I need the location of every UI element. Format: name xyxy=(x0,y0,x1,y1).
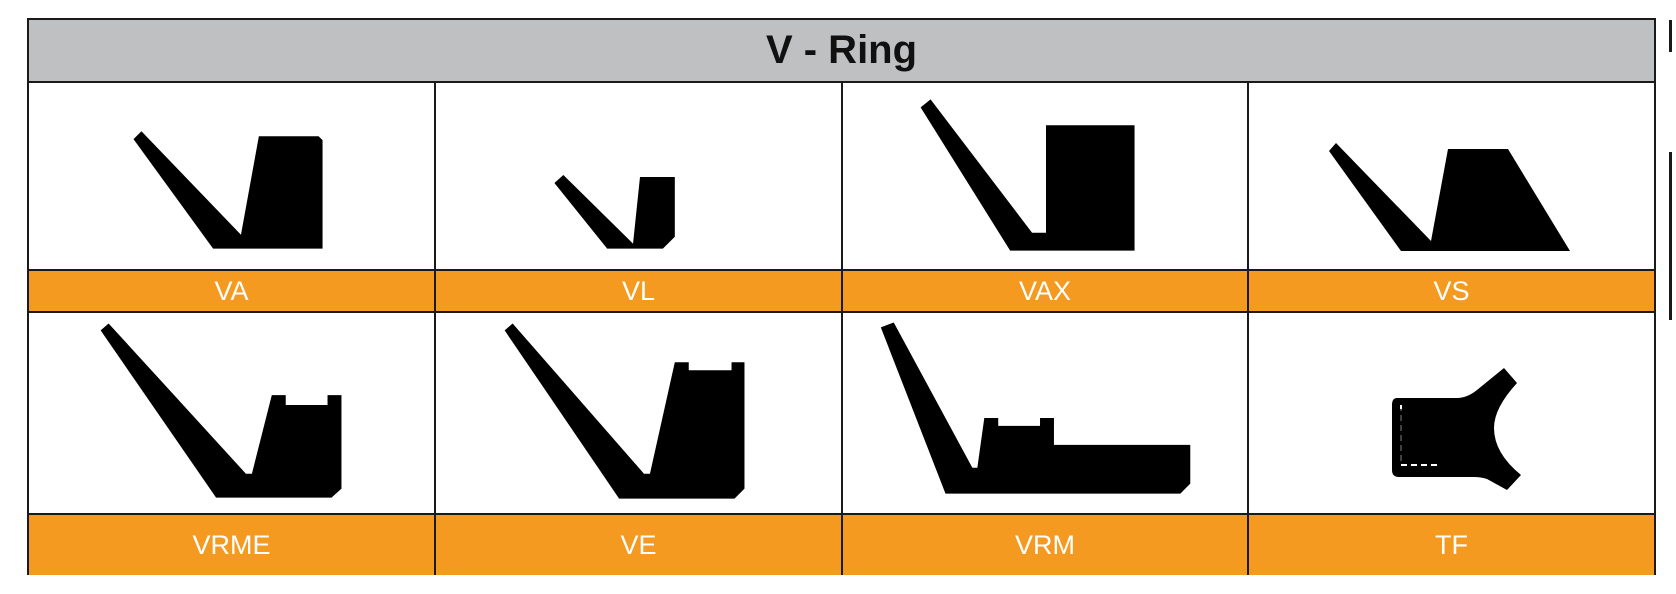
profile-label-tf: TF xyxy=(1249,513,1654,575)
right-edge-mark-top xyxy=(1669,20,1672,52)
profile-label-ve: VE xyxy=(436,513,841,575)
profile-cell-vrm: VRM xyxy=(843,313,1249,575)
profile-cell-va: VA xyxy=(29,83,436,313)
vs-profile-shape xyxy=(1249,83,1654,269)
table-title: V - Ring xyxy=(765,28,918,72)
profile-cell-ve: VE xyxy=(436,313,843,575)
tf-profile-shape xyxy=(1249,313,1654,513)
vrme-profile-shape xyxy=(29,313,434,513)
profile-label-vax: VAX xyxy=(843,269,1247,313)
profile-cell-vl: VL xyxy=(436,83,843,313)
vrm-profile-shape xyxy=(843,313,1247,513)
ve-profile-shape xyxy=(436,313,841,513)
profile-label-vrme: VRME xyxy=(29,513,434,575)
profile-label-vl: VL xyxy=(436,269,841,313)
profile-cell-vrme: VRME xyxy=(29,313,436,575)
right-edge-mark-middle xyxy=(1669,152,1672,320)
v-ring-table: V - Ring VA VL VAX VS VRME VE xyxy=(27,18,1656,575)
profile-cell-vs: VS xyxy=(1249,83,1654,313)
va-profile-shape xyxy=(29,83,434,269)
profile-label-vs: VS xyxy=(1249,269,1654,313)
vax-profile-shape xyxy=(843,83,1247,269)
profile-cell-vax: VAX xyxy=(843,83,1249,313)
profile-label-vrm: VRM xyxy=(843,513,1247,575)
table-title-bar: V - Ring xyxy=(29,20,1654,83)
profile-cell-tf: TF xyxy=(1249,313,1654,575)
vl-profile-shape xyxy=(436,83,841,269)
profile-label-va: VA xyxy=(29,269,434,313)
